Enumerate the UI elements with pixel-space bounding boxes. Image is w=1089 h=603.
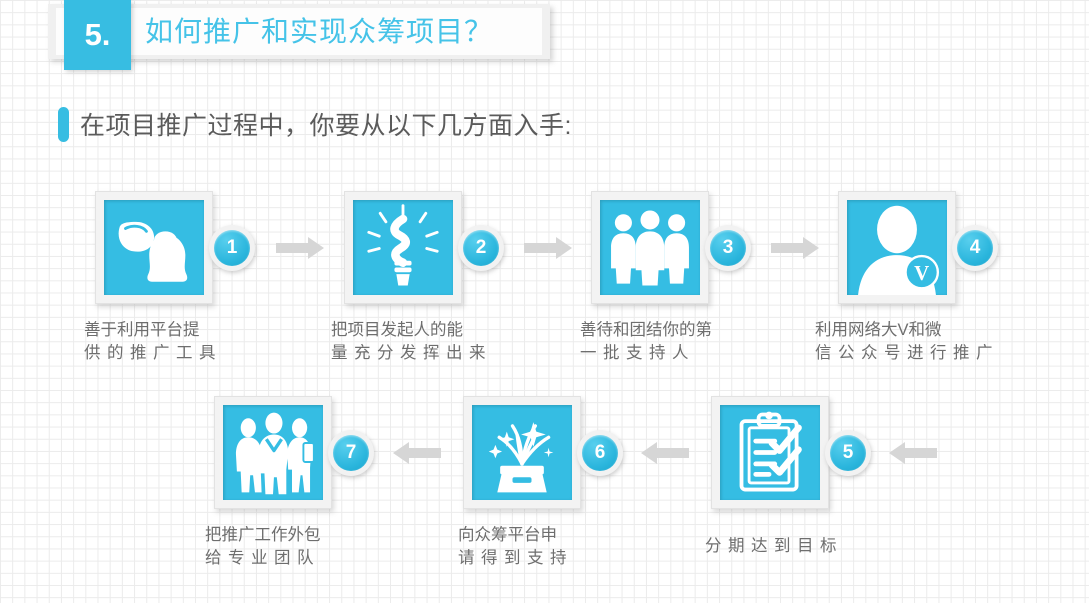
step-6-tile[interactable] [463, 396, 581, 509]
step-2-number: 2 [463, 230, 499, 266]
step-1-badge[interactable]: 1 [209, 225, 255, 271]
business-team-icon [223, 405, 323, 500]
step-5-badge[interactable]: 5 [825, 430, 871, 476]
step-6-caption-line2: 请得到支持 [458, 549, 573, 567]
step-4-badge[interactable]: 4 [952, 225, 998, 271]
step-7-badge[interactable]: 7 [328, 430, 374, 476]
step-7-number: 7 [333, 435, 369, 471]
step-7-caption: 把推广工作外包 给专业团队 [205, 524, 365, 570]
step-3-badge[interactable]: 3 [705, 225, 751, 271]
step-2-caption: 把项目发起人的能 量充分发挥出来 [331, 319, 491, 365]
step-1-caption-line2: 供的推广工具 [84, 344, 222, 362]
arrow-2-to-3-icon [524, 237, 572, 259]
step-5-caption: 分期达到目标 [705, 535, 865, 558]
step-1-number: 1 [214, 230, 250, 266]
arrow-6-to-7-icon [393, 442, 441, 464]
clipboard-checklist-icon [720, 405, 820, 500]
step-4-caption-line1: 利用网络大V和微 [815, 321, 942, 339]
step-7-caption-line2: 给专业团队 [205, 549, 320, 567]
arrow-5-to-6-icon [641, 442, 689, 464]
step-2-caption-line2: 量充分发挥出来 [331, 344, 492, 362]
page-title: 如何推广和实现众筹项目？ [145, 16, 494, 47]
step-3-caption: 善待和团结你的第 一批支持人 [580, 319, 740, 365]
step-3-tile[interactable] [591, 191, 709, 304]
step-6-caption-line1: 向众筹平台申 [458, 526, 557, 544]
title-bar-background [48, 4, 550, 59]
arrow-4-to-5-icon [889, 442, 937, 464]
step-6-badge[interactable]: 6 [577, 430, 623, 476]
step-1-tile[interactable] [95, 191, 213, 304]
subtitle-accent-bar [58, 106, 69, 142]
step-3-caption-line2: 一批支持人 [580, 344, 695, 362]
subtitle-row: 在项目推广过程中，你要从以下几方面入手: [58, 104, 572, 144]
step-7-caption-line1: 把推广工作外包 [205, 526, 321, 544]
step-5-number: 5 [830, 435, 866, 471]
title-number: 5. [64, 0, 131, 70]
slide-title-block: 5. 如何推广和实现众筹项目？ [48, 0, 550, 70]
step-2-badge[interactable]: 2 [458, 225, 504, 271]
verified-user-icon: V [847, 200, 947, 295]
step-4-number: 4 [957, 230, 993, 266]
gift-box-sparkle-icon [472, 405, 572, 500]
step-4-caption: 利用网络大V和微 信公众号进行推广 [815, 319, 999, 365]
step-4-tile[interactable]: V [838, 191, 956, 304]
step-6-number: 6 [582, 435, 618, 471]
three-people-icon [600, 200, 700, 295]
arrow-1-to-2-icon [276, 237, 324, 259]
step-5-caption-line1: 分期达到目标 [705, 537, 843, 555]
step-3-caption-line1: 善待和团结你的第 [580, 321, 712, 339]
step-1-caption-line1: 善于利用平台提 [84, 321, 200, 339]
lightbulb-icon [353, 200, 453, 295]
social-platform-icon [104, 200, 204, 295]
arrow-3-to-4-icon [771, 237, 819, 259]
step-5-tile[interactable] [711, 396, 829, 509]
step-7-tile[interactable] [214, 396, 332, 509]
title-bar-inner [56, 8, 542, 55]
step-4-caption-line2: 信公众号进行推广 [815, 344, 999, 362]
step-6-caption: 向众筹平台申 请得到支持 [458, 524, 618, 570]
step-1-caption: 善于利用平台提 供的推广工具 [84, 319, 234, 365]
svg-text:V: V [914, 261, 929, 285]
subtitle-text: 在项目推广过程中，你要从以下几方面入手: [80, 112, 572, 140]
step-2-caption-line1: 把项目发起人的能 [331, 321, 463, 339]
step-3-number: 3 [710, 230, 746, 266]
step-2-tile[interactable] [344, 191, 462, 304]
